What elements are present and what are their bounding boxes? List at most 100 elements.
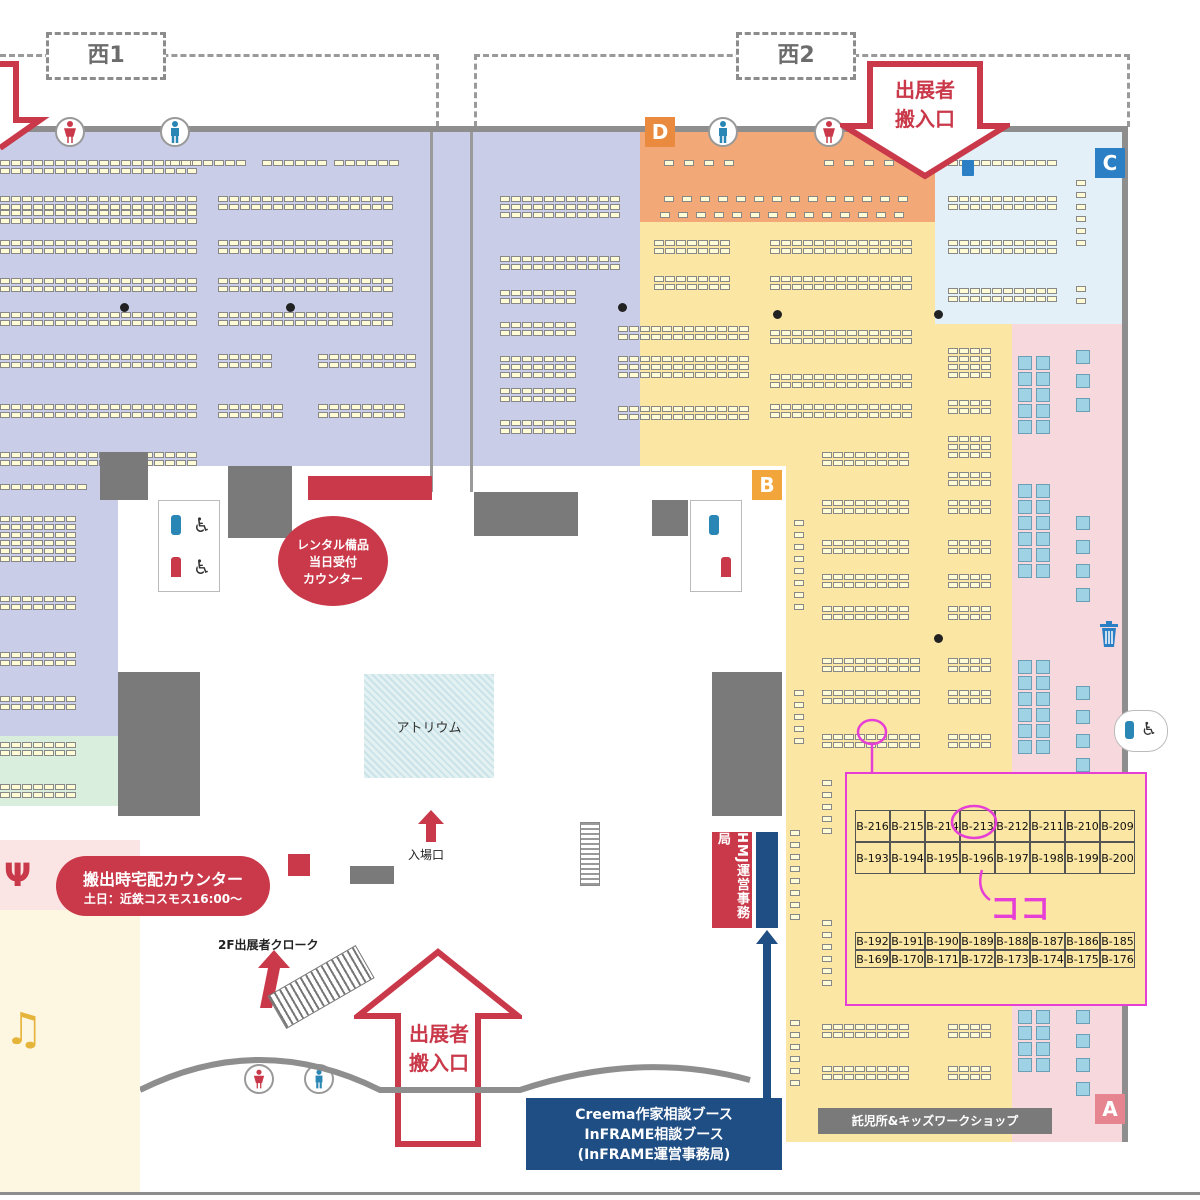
booth-cell <box>1018 692 1032 706</box>
booth-cell <box>66 792 76 798</box>
booth-b-197[interactable]: B-197 <box>995 842 1030 874</box>
kids-area-label: 託児所&キッズワークショップ <box>851 1114 1019 1128</box>
booth-cell <box>684 334 694 340</box>
booth-cell <box>899 574 909 580</box>
booth-b-187[interactable]: B-187 <box>1030 932 1065 950</box>
booth-cell <box>11 320 21 326</box>
booth-b-200[interactable]: B-200 <box>1100 842 1135 874</box>
booth-cell <box>1036 676 1050 690</box>
booth-b-175[interactable]: B-175 <box>1065 950 1100 968</box>
booth-b-193[interactable]: B-193 <box>855 842 890 874</box>
booth-cell <box>899 548 909 554</box>
booth-b-169[interactable]: B-169 <box>855 950 890 968</box>
booth-b-210[interactable]: B-210 <box>1065 810 1100 842</box>
booth-cell <box>877 698 887 704</box>
booth-cell <box>176 168 186 174</box>
booth-cell <box>251 196 261 202</box>
booth-cell <box>544 364 554 370</box>
booth-cell <box>121 404 131 410</box>
booth-cell <box>0 412 10 418</box>
booth-b-172[interactable]: B-172 <box>960 950 995 968</box>
bottom-entrance-line1: 出展者 <box>409 1022 469 1046</box>
booth-cell <box>555 322 565 328</box>
booth-cell <box>11 168 21 174</box>
booth-cell <box>33 362 43 368</box>
booth-cell <box>500 364 510 370</box>
booth-b-188[interactable]: B-188 <box>995 932 1030 950</box>
booth-cell <box>66 704 76 710</box>
booth-cell <box>55 412 65 418</box>
creema-line3: (InFRAME運営事務局) <box>577 1147 731 1163</box>
booth-b-171[interactable]: B-171 <box>925 950 960 968</box>
booth-cell <box>959 606 969 612</box>
booth-cell <box>794 568 804 574</box>
booth-cell <box>555 372 565 378</box>
booth-cell <box>88 218 98 224</box>
booth-cell <box>640 334 650 340</box>
booth-cell <box>55 354 65 360</box>
booth-cell <box>959 472 969 478</box>
booth-cell <box>833 452 843 458</box>
booth-cell <box>55 532 65 538</box>
booth-cell <box>22 596 32 602</box>
booth-b-214[interactable]: B-214 <box>925 810 960 842</box>
booth-b-170[interactable]: B-170 <box>890 950 925 968</box>
booth-cell <box>295 312 305 318</box>
booth-cell <box>11 596 21 602</box>
booth-b-173[interactable]: B-173 <box>995 950 1030 968</box>
booth-cell <box>790 1032 800 1038</box>
booth-b-209[interactable]: B-209 <box>1100 810 1135 842</box>
booth-cell <box>695 372 705 378</box>
booth-cell <box>822 540 832 546</box>
booth-cell <box>888 606 898 612</box>
booth-cell <box>22 320 32 326</box>
booth-cell <box>121 210 131 216</box>
booth-b-190[interactable]: B-190 <box>925 932 960 950</box>
booth-cell <box>803 240 813 246</box>
booth-cell <box>869 284 879 290</box>
booth-cell <box>262 354 272 360</box>
booth-cell <box>588 212 598 218</box>
booth-b-191[interactable]: B-191 <box>890 932 925 950</box>
booth-cell <box>11 404 21 410</box>
hall-west1-label: 西1 <box>46 32 166 80</box>
booth-cell <box>251 354 261 360</box>
booth-cell <box>383 204 393 210</box>
booth-cell <box>754 196 764 202</box>
delivery-counter-desk <box>288 854 310 876</box>
booth-cell <box>836 284 846 290</box>
booth-cell <box>728 414 738 420</box>
booth-cell <box>262 412 272 418</box>
booth-cell <box>1076 710 1090 724</box>
booth-cell <box>511 420 521 426</box>
booth-cell <box>1018 388 1032 402</box>
booth-b-199[interactable]: B-199 <box>1065 842 1100 874</box>
booth-b-194[interactable]: B-194 <box>890 842 925 874</box>
booth-b-198[interactable]: B-198 <box>1030 842 1065 874</box>
booth-b-211[interactable]: B-211 <box>1030 810 1065 842</box>
booth-b-185[interactable]: B-185 <box>1100 932 1135 950</box>
booth-cell <box>959 698 969 704</box>
booth-b-189[interactable]: B-189 <box>960 932 995 950</box>
booth-b-195[interactable]: B-195 <box>925 842 960 874</box>
booth-cell <box>154 404 164 410</box>
booth-cell <box>218 312 228 318</box>
rental-counter-desk <box>308 476 432 500</box>
mens-restroom-icon <box>171 515 181 535</box>
booth-cell <box>877 452 887 458</box>
booth-b-186[interactable]: B-186 <box>1065 932 1100 950</box>
booth-b-174[interactable]: B-174 <box>1030 950 1065 968</box>
booth-b-196[interactable]: B-196 <box>960 842 995 874</box>
booth-b-215[interactable]: B-215 <box>890 810 925 842</box>
booth-cell <box>143 210 153 216</box>
booth-cell <box>855 742 865 748</box>
booth-cell <box>121 168 131 174</box>
booth-cell <box>981 480 991 486</box>
booth-cell <box>33 218 43 224</box>
booth-b-176[interactable]: B-176 <box>1100 950 1135 968</box>
booth-cell <box>687 240 697 246</box>
booth-cell <box>855 614 865 620</box>
booth-b-192[interactable]: B-192 <box>855 932 890 950</box>
booth-cell <box>240 412 250 418</box>
booth-b-216[interactable]: B-216 <box>855 810 890 842</box>
